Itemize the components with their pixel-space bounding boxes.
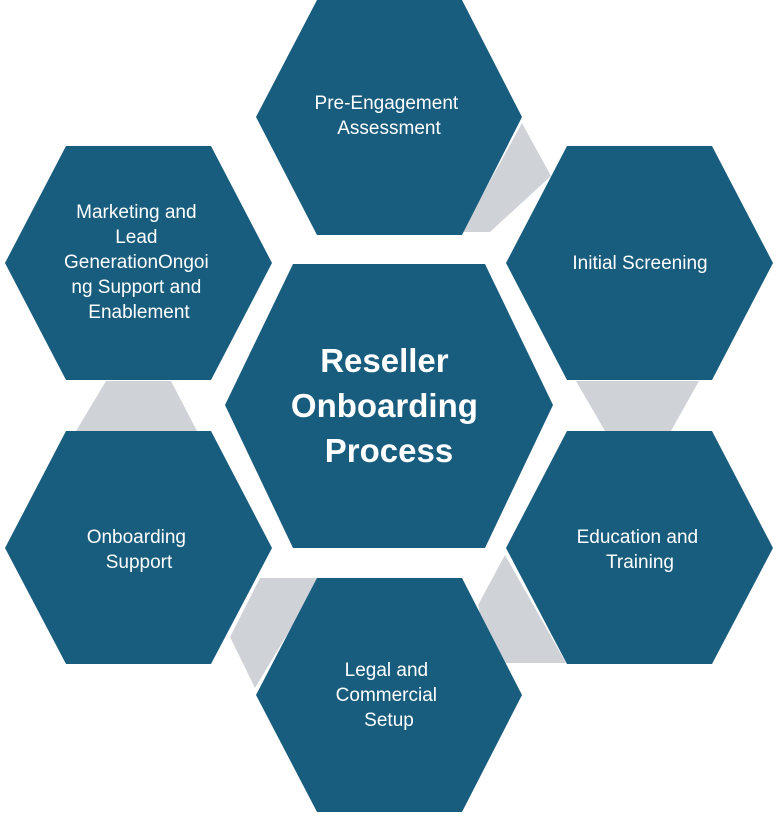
center-title-line: Process	[325, 432, 453, 469]
connector-support-to-marketing	[76, 381, 197, 431]
center-title-line: Reseller	[320, 342, 449, 379]
step-label-line: Education and	[577, 527, 699, 548]
hex-onboarding-support	[5, 431, 272, 664]
step-label-marketing-and-lead-generation: Marketing and Lead GenerationOngoi ng Su…	[64, 202, 214, 323]
step-label-legal-and-commercial-setup: Legal and Commercial Setup	[336, 660, 443, 731]
step-label-line: Enablement	[88, 302, 190, 323]
step-label-line: GenerationOngoi	[64, 252, 209, 273]
hex-legal-and-commercial-setup	[256, 578, 522, 812]
connector-training-to-legal	[478, 555, 566, 663]
step-label-line: Initial Screening	[572, 253, 707, 274]
connector-screening-to-training	[576, 381, 699, 431]
step-label-line: ng Support and	[71, 277, 201, 298]
hex-education-and-training	[506, 431, 773, 664]
hex-center	[225, 264, 553, 548]
step-label-line: Support	[106, 552, 173, 573]
step-label-line: Lead	[115, 227, 157, 248]
hexagons	[5, 0, 773, 812]
center-title-line: Onboarding	[291, 387, 478, 424]
step-label-onboarding-support: Onboarding Support	[87, 527, 192, 573]
connectors	[76, 123, 699, 688]
step-label-line: Onboarding	[87, 527, 186, 548]
step-label-line: Legal and	[345, 660, 428, 681]
step-label-initial-screening: Initial Screening	[572, 253, 707, 274]
step-label-line: Assessment	[337, 118, 441, 139]
connector-assessment-to-screening	[462, 123, 551, 232]
step-label-pre-engagement-assessment: Pre-Engagement Assessment	[315, 93, 464, 139]
hex-marketing-and-lead-generation	[5, 146, 272, 380]
center-title: Reseller Onboarding Process	[291, 342, 487, 469]
step-label-line: Setup	[364, 710, 414, 731]
step-label-line: Marketing and	[76, 202, 196, 223]
hex-initial-screening	[506, 146, 773, 380]
hex-pre-engagement-assessment	[256, 0, 522, 235]
step-label-line: Commercial	[336, 685, 437, 706]
connector-legal-to-support	[230, 578, 321, 688]
step-label-education-and-training: Education and Training	[577, 527, 704, 573]
step-label-line: Pre-Engagement	[315, 93, 459, 114]
step-label-line: Training	[606, 552, 674, 573]
